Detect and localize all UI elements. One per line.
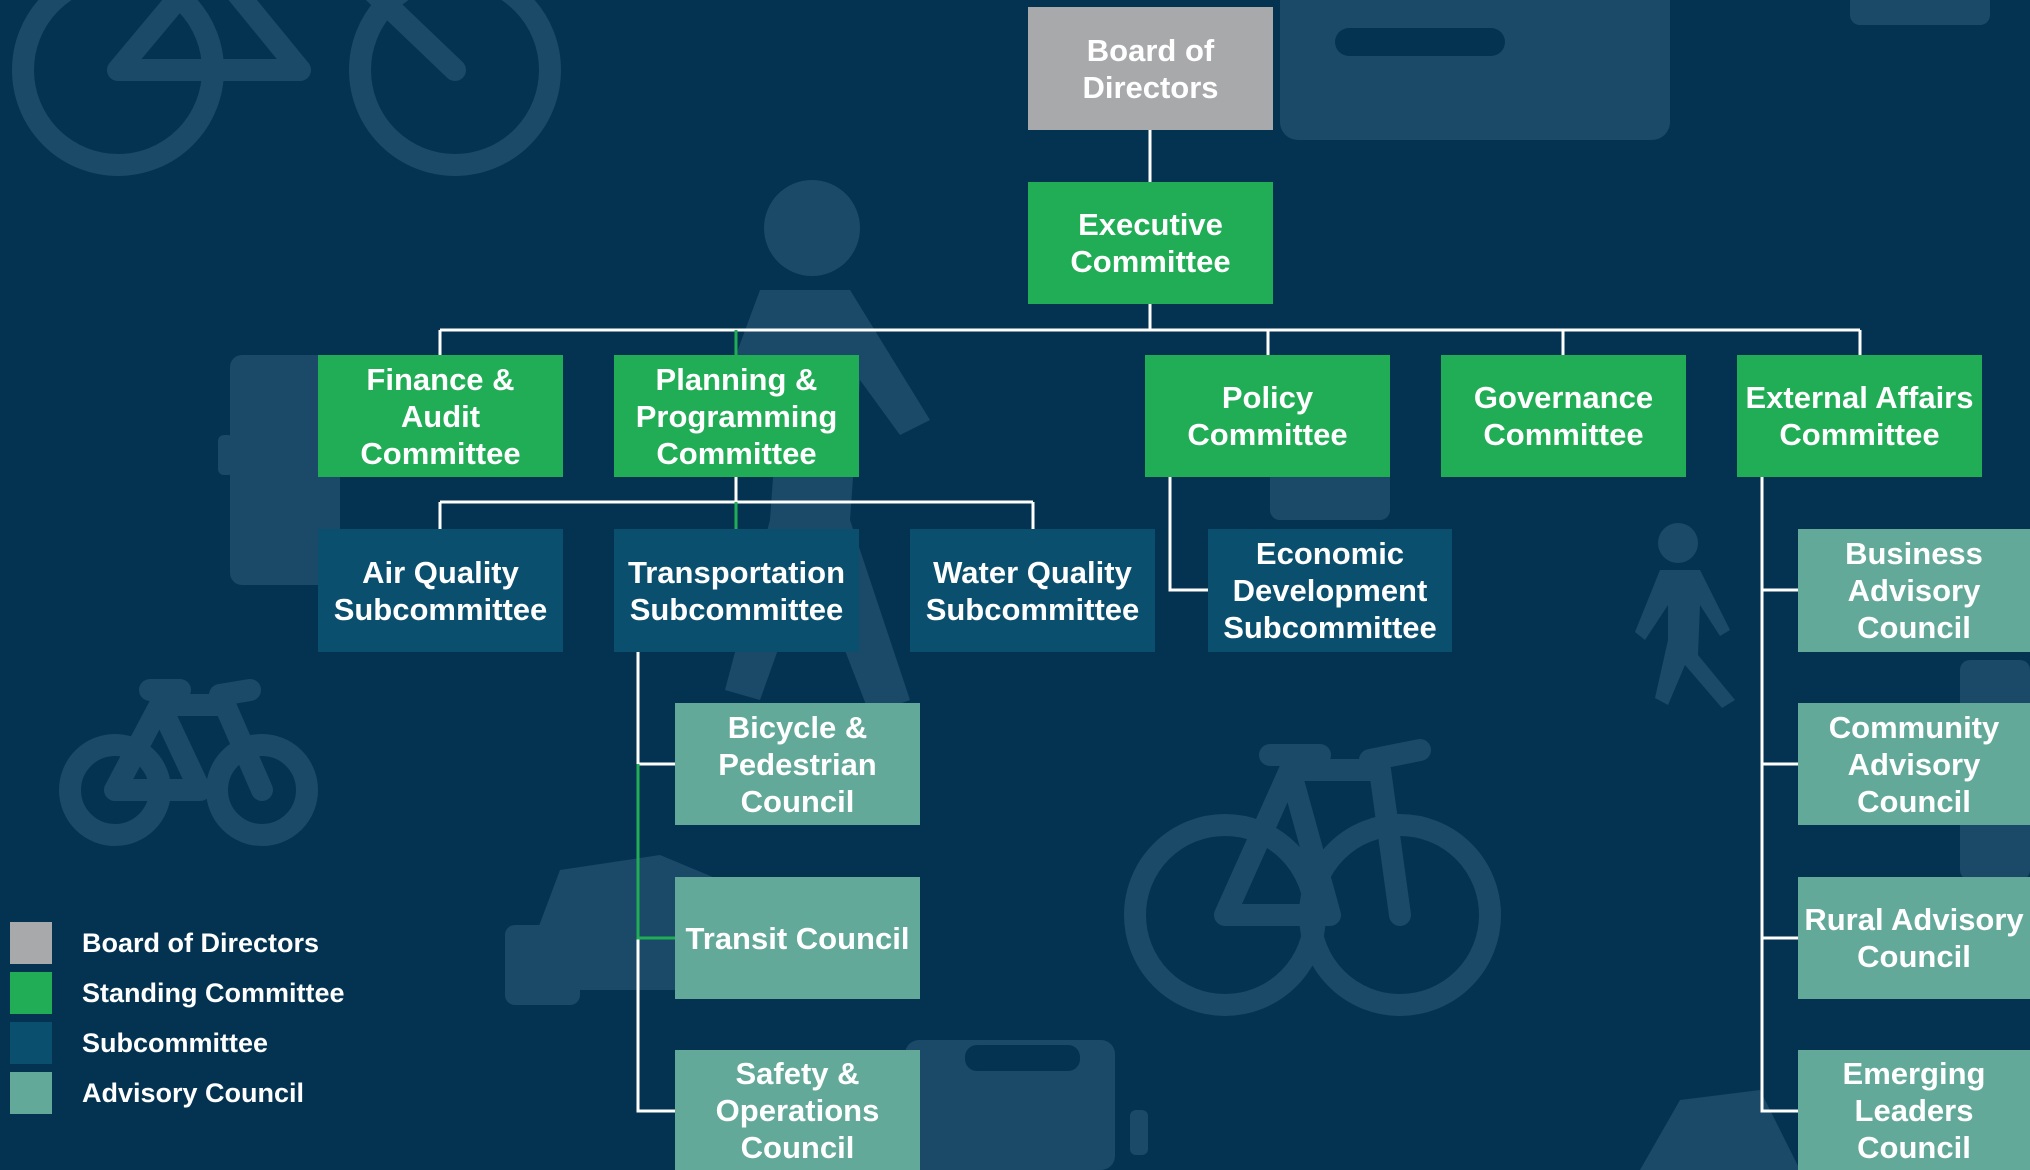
pedestrian-icon <box>1635 523 1735 708</box>
legend-swatch <box>10 1022 52 1064</box>
bicycle-pedestrian-council-box: Bicycle & Pedestrian Council <box>675 703 920 825</box>
executive-committee-box: Executive Committee <box>1028 182 1273 304</box>
legend-item-subcommittee: Subcommittee <box>10 1022 268 1064</box>
community-advisory-council-box: Community Advisory Council <box>1798 703 2030 825</box>
bicycle-icon <box>59 679 318 846</box>
emerging-leaders-council-box: Emerging Leaders Council <box>1798 1050 2030 1170</box>
legend-label: Board of Directors <box>82 927 320 958</box>
legend-item-board: Board of Directors <box>10 922 319 964</box>
air-quality-subcommittee-box: Air Quality Subcommittee <box>318 529 563 652</box>
bicycle-icon <box>1124 739 1501 1016</box>
bus-icon <box>905 1040 1148 1170</box>
policy-committee-box: Policy Committee <box>1145 355 1390 477</box>
bicycle-icon <box>12 0 561 176</box>
business-advisory-council-box: Business Advisory Council <box>1798 529 2030 652</box>
external-affairs-committee-box: External Affairs Committee <box>1737 355 1982 477</box>
rural-advisory-council-box: Rural Advisory Council <box>1798 877 2030 999</box>
governance-committee-box: Governance Committee <box>1441 355 1686 477</box>
legend-item-advisory: Advisory Council <box>10 1072 304 1114</box>
economic-development-subcommittee-box: Economic Development Subcommittee <box>1208 529 1452 652</box>
legend-label: Subcommittee <box>82 1027 269 1058</box>
legend-swatch <box>10 972 52 1014</box>
water-quality-subcommittee-box: Water Quality Subcommittee <box>910 529 1155 652</box>
legend-swatch <box>10 1072 52 1114</box>
safety-operations-council-box: Safety & Operations Council <box>675 1050 920 1170</box>
transit-council-box: Transit Council <box>675 877 920 999</box>
finance-audit-committee-box: Finance & Audit Committee <box>318 355 563 477</box>
transportation-subcommittee-box: Transportation Subcommittee <box>614 529 859 652</box>
board-of-directors-box: Board of Directors <box>1028 7 1273 130</box>
planning-programming-committee-box: Planning & Programming Committee <box>614 355 859 477</box>
legend-swatch <box>10 922 52 964</box>
bus-icon <box>218 355 340 585</box>
car-icon <box>1640 1090 1800 1170</box>
legend-label: Standing Committee <box>82 977 345 1008</box>
legend-label: Advisory Council <box>82 1077 305 1108</box>
legend-item-standing: Standing Committee <box>10 972 345 1014</box>
